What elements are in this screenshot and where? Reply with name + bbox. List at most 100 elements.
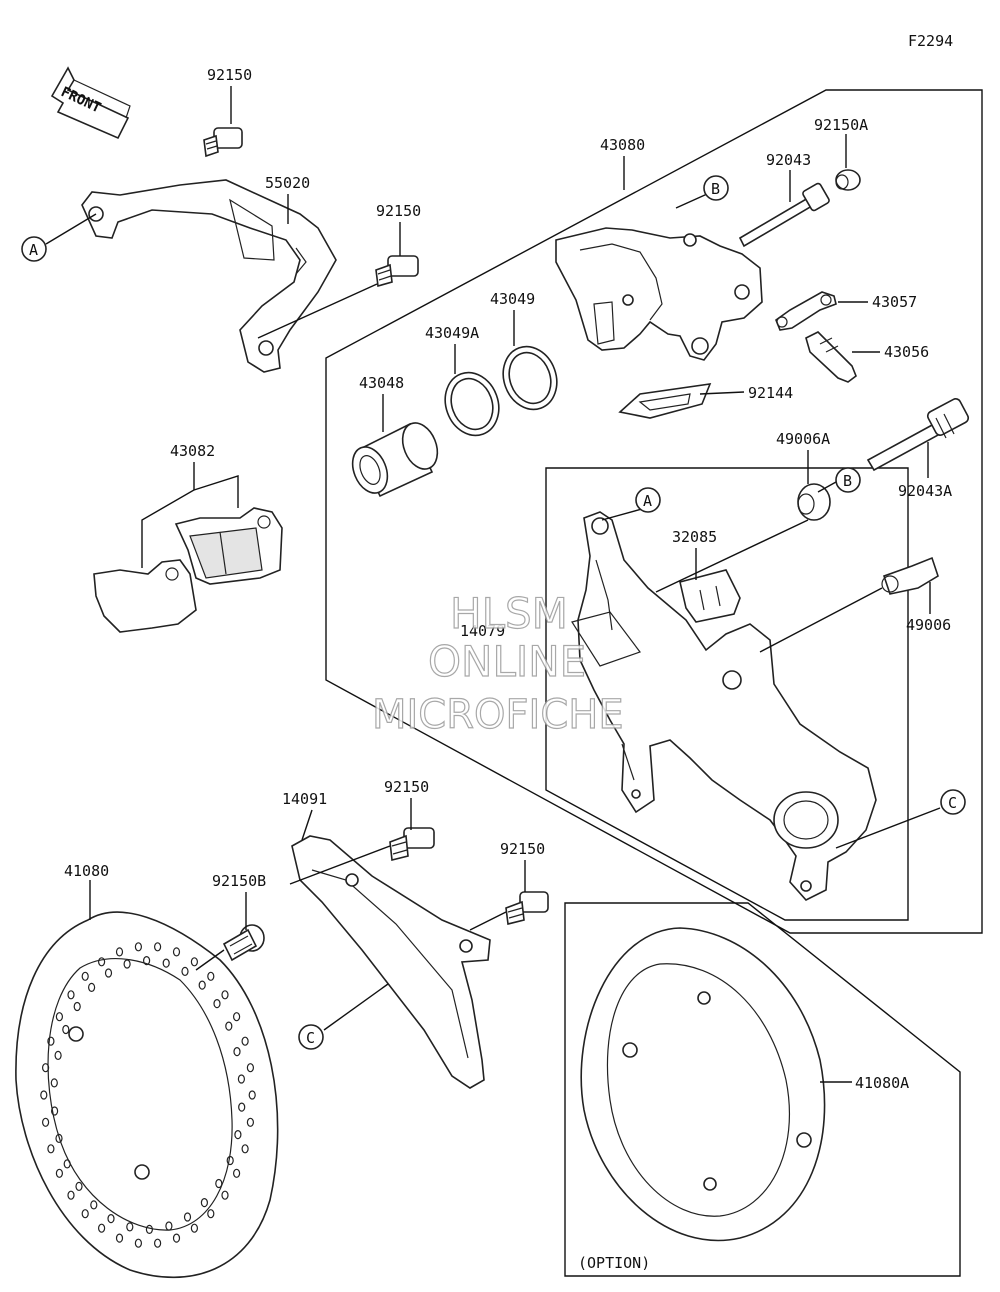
caliper-body-43080 xyxy=(555,227,763,361)
label-92150-low1: 92150 xyxy=(384,778,429,796)
vent-hole xyxy=(134,942,142,952)
bleeder-valve-43056 xyxy=(805,331,857,383)
vent-hole xyxy=(40,1090,48,1100)
vent-hole xyxy=(134,1238,142,1248)
leader-lines xyxy=(45,86,941,1083)
bolt-92150-top xyxy=(203,127,243,158)
vent-hole xyxy=(241,1036,249,1046)
vent-hole xyxy=(75,1181,83,1192)
vent-hole xyxy=(246,1117,254,1127)
brake-pads-43082 xyxy=(93,507,283,633)
callout-c-left: C xyxy=(298,1024,324,1050)
callout-a-left: A xyxy=(21,236,47,262)
vent-hole xyxy=(115,947,124,957)
vent-hole xyxy=(154,942,162,952)
boot-49006A xyxy=(797,483,831,521)
bolt-92150-low2 xyxy=(505,891,549,925)
bolt-92150-mid xyxy=(375,255,419,288)
vent-hole xyxy=(238,1102,246,1112)
callout-b-top: B xyxy=(703,175,729,201)
vent-hole xyxy=(55,1012,64,1022)
vent-hole xyxy=(241,1144,249,1154)
vent-hole xyxy=(183,1212,192,1222)
vent-hole xyxy=(81,1209,89,1219)
watermark: HLSM ONLINE MICROFICHE xyxy=(371,588,624,738)
svg-text:B: B xyxy=(711,180,720,198)
pin-92043A xyxy=(866,398,970,472)
vent-hole xyxy=(62,1024,70,1035)
label-92150-top: 92150 xyxy=(207,66,252,84)
label-43048: 43048 xyxy=(359,374,404,392)
vent-hole xyxy=(207,1209,215,1219)
callout-b-right: B xyxy=(835,467,861,493)
label-43056: 43056 xyxy=(884,343,929,361)
piston-43048 xyxy=(351,422,439,498)
boot-92150A xyxy=(835,169,861,191)
label-49006A: 49006A xyxy=(776,430,830,448)
vent-hole xyxy=(123,959,131,969)
caliper-bracket-14079 xyxy=(571,511,877,901)
vent-hole xyxy=(87,982,96,993)
label-92043A: 92043A xyxy=(898,482,952,500)
vent-hole xyxy=(162,958,170,968)
bleeder-cap-43057 xyxy=(775,291,837,331)
vent-hole xyxy=(97,1223,106,1233)
label-43049: 43049 xyxy=(490,290,535,308)
watermark-line1: HLSM xyxy=(450,589,568,638)
label-41080A: 41080A xyxy=(855,1074,909,1092)
label-92150A: 92150A xyxy=(814,116,868,134)
disc-guard-14091 xyxy=(291,835,491,1089)
bolt-92150-low1 xyxy=(389,827,435,861)
vent-hole xyxy=(63,1159,71,1169)
vent-hole xyxy=(47,1144,55,1154)
vent-hole xyxy=(207,971,215,981)
label-43080: 43080 xyxy=(600,136,645,154)
svg-text:C: C xyxy=(948,794,957,812)
vent-hole xyxy=(41,1063,50,1073)
vent-hole xyxy=(107,1213,115,1224)
vent-hole xyxy=(55,1168,64,1178)
vent-hole xyxy=(190,957,198,967)
vent-hole xyxy=(213,998,221,1009)
label-41080: 41080 xyxy=(64,862,109,880)
vent-hole xyxy=(50,1078,58,1088)
label-92150B: 92150B xyxy=(212,872,266,890)
pin-92043 xyxy=(738,182,830,248)
vent-hole xyxy=(165,1221,173,1231)
vent-hole xyxy=(67,990,75,1000)
vent-hole xyxy=(237,1074,245,1084)
label-49006: 49006 xyxy=(906,616,951,634)
vent-hole xyxy=(55,1133,63,1144)
vent-hole xyxy=(126,1222,134,1232)
label-14079: 14079 xyxy=(460,622,505,640)
caliper-assembly-outline xyxy=(325,89,983,934)
pad-retainer-32085 xyxy=(679,569,741,623)
seal-43049 xyxy=(502,345,558,411)
figure-id: F2294 xyxy=(908,32,953,50)
vent-hole xyxy=(198,980,206,990)
pad-spring-92144 xyxy=(618,383,712,419)
svg-text:A: A xyxy=(643,492,652,510)
callout-c-right: C xyxy=(940,789,966,815)
label-43082: 43082 xyxy=(170,442,215,460)
seal-43049A xyxy=(444,371,500,437)
vent-hole xyxy=(233,1046,241,1057)
vent-hole xyxy=(97,957,106,967)
svg-text:A: A xyxy=(29,241,38,259)
vent-hole xyxy=(246,1063,254,1073)
label-32085: 32085 xyxy=(672,528,717,546)
label-43057: 43057 xyxy=(872,293,917,311)
watermark-line2: ONLINE xyxy=(428,637,586,686)
label-92150-mid: 92150 xyxy=(376,202,421,220)
vent-hole xyxy=(104,968,113,978)
vent-hole xyxy=(234,1129,242,1140)
vent-hole xyxy=(115,1233,124,1243)
brake-disc-41080A xyxy=(580,927,826,1242)
label-92144: 92144 xyxy=(748,384,793,402)
vent-hole xyxy=(225,1021,233,1031)
callout-a-right: A xyxy=(635,487,661,513)
bolt-92150B xyxy=(222,924,265,962)
option-disc-outline xyxy=(564,902,961,1277)
label-92150-low2: 92150 xyxy=(500,840,545,858)
